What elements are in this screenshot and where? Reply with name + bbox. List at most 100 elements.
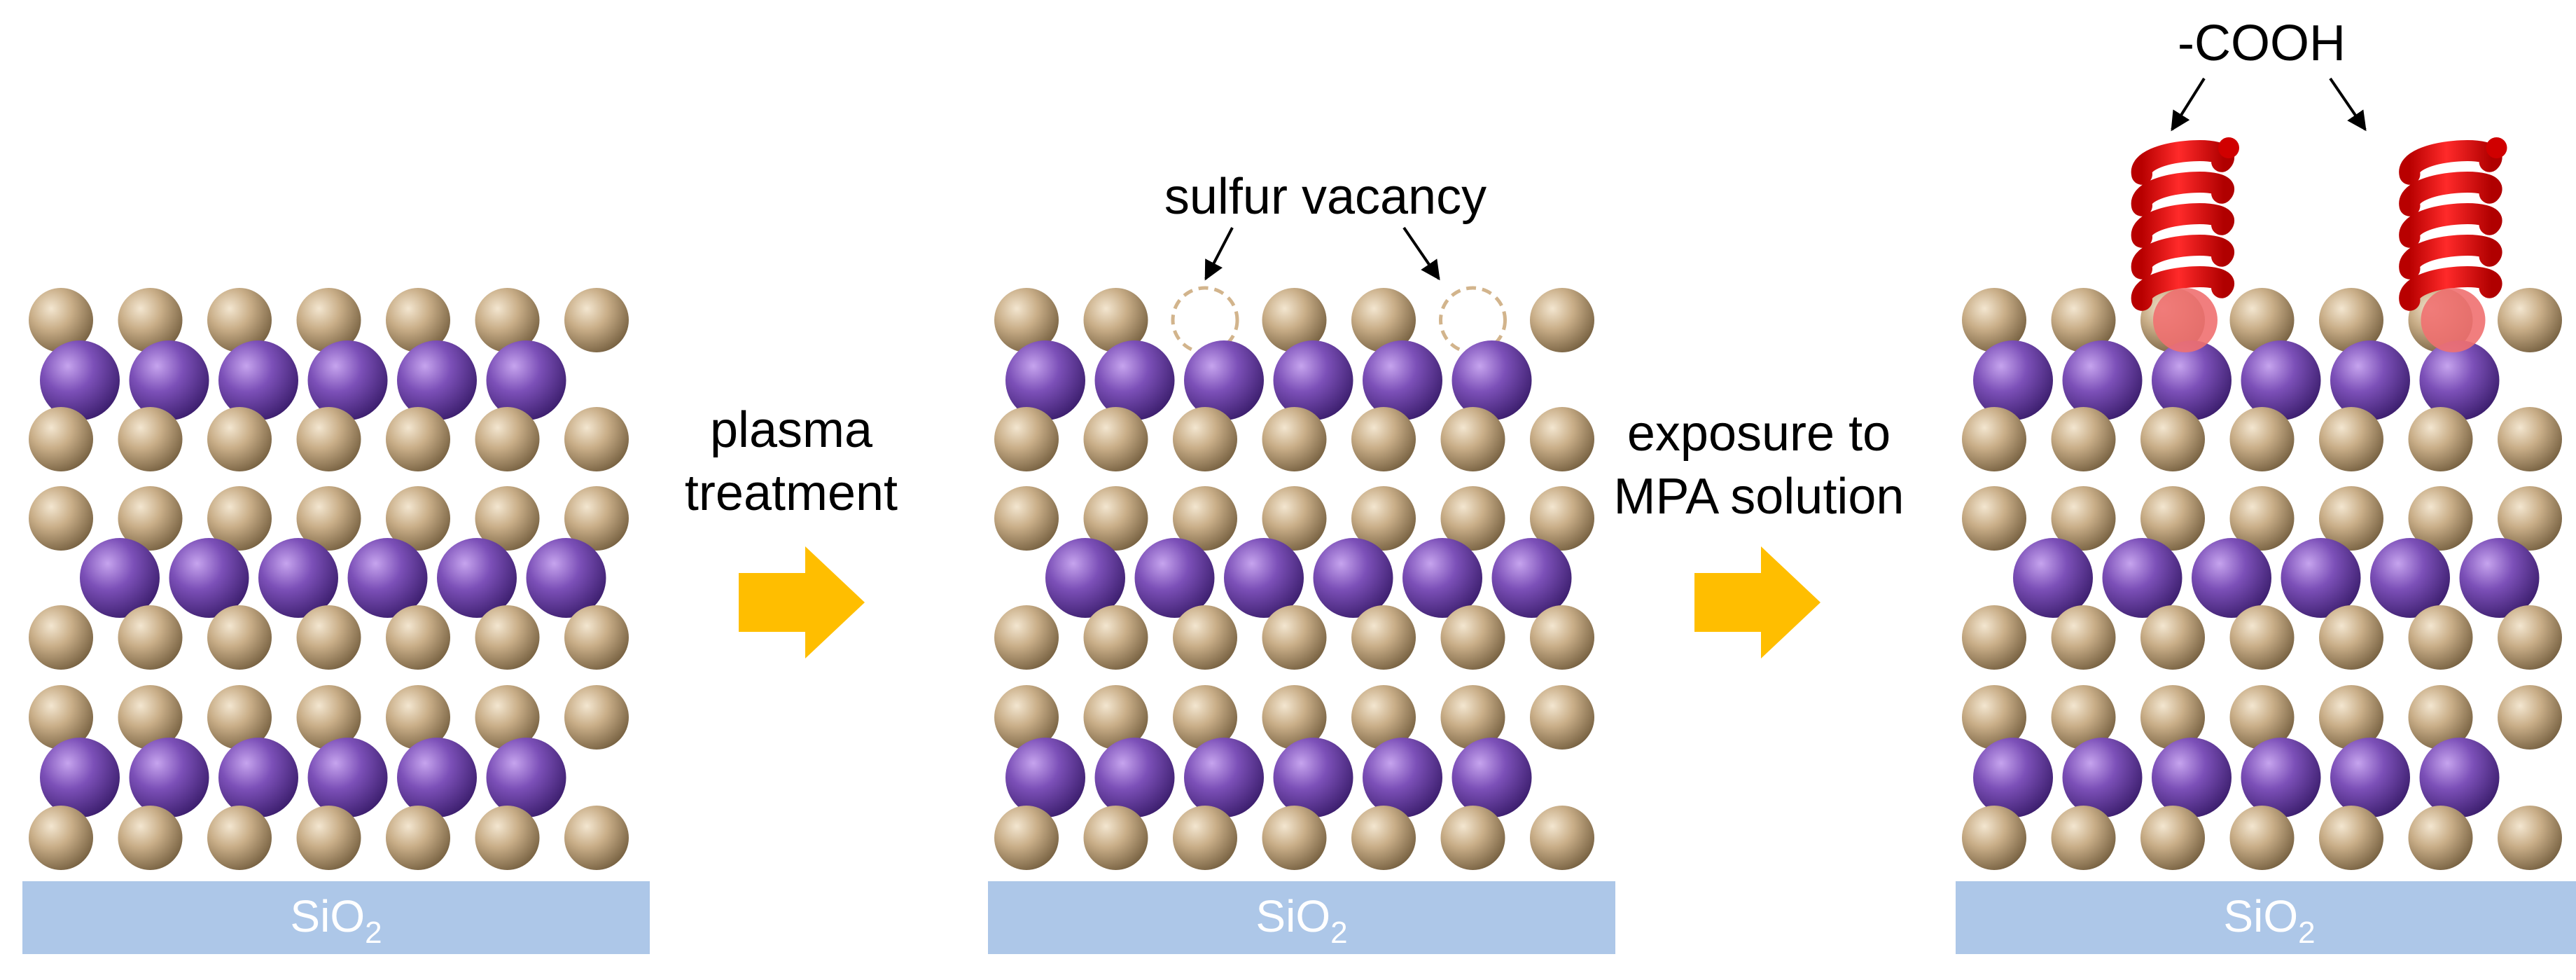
sulfur-atom [2319, 605, 2383, 670]
sulfur-atom [2408, 407, 2473, 471]
sulfur-atom [1440, 407, 1505, 471]
metal-atom [1184, 738, 1264, 817]
substrate-label-subscript: 2 [2298, 916, 2315, 950]
substrate-block [988, 881, 1615, 954]
sulfur-atom [296, 407, 361, 471]
sulfur-atom [1262, 288, 1327, 352]
substrate-label: SiO2 [290, 891, 382, 950]
metal-atom [1273, 738, 1353, 817]
substrate-label-base: SiO [2223, 891, 2298, 941]
sulfur-atom [386, 806, 450, 870]
carboxyl-pointer-right [2329, 77, 2367, 132]
metal-atom [2330, 738, 2410, 817]
mpa-ligand [2131, 137, 2239, 352]
metal-atom [40, 340, 120, 420]
sulfur-atom [2319, 407, 2383, 471]
sulfur-atom [1173, 806, 1237, 870]
metal-atom [129, 340, 209, 420]
substrate-block [1956, 881, 2576, 954]
sulfur-atom [207, 407, 272, 471]
sulfur-atom [118, 288, 183, 352]
sulfur-atom [2229, 288, 2295, 352]
sulfur-atom [207, 486, 272, 551]
sulfur-atom [29, 685, 93, 750]
sulfur-atom [1262, 685, 1327, 750]
sulfur-atom [2408, 685, 2473, 750]
metal-atom [486, 738, 566, 817]
sulfur-atom [2140, 806, 2205, 870]
sulfur-atom [2051, 806, 2116, 870]
sulfur-atom [1173, 407, 1237, 471]
sulfur-atom [118, 605, 183, 670]
sulfur-atom [386, 685, 450, 750]
metal-atom [2330, 340, 2410, 420]
step-2-line-2: MPA solution [1614, 469, 1905, 525]
sulfur-atom [475, 407, 540, 471]
substrate-label: SiO2 [1255, 891, 1347, 950]
sulfur-atom [2319, 288, 2383, 352]
sulfur-atom [1262, 806, 1327, 870]
sulfur-atom [2229, 486, 2295, 551]
sulfur-atom [2140, 407, 2205, 471]
anchor-atom [2153, 288, 2218, 352]
metal-atom [258, 538, 338, 618]
sulfur-atom [1262, 605, 1327, 670]
sulfur-atom [29, 605, 93, 670]
sulfur-atom [564, 806, 629, 870]
carboxyl-annotation: -COOH [2171, 15, 2367, 132]
sulfur-atom [2498, 685, 2562, 750]
anchor-atom [2421, 288, 2486, 352]
substrate-label-base: SiO [290, 891, 365, 941]
sulfur-atom [1530, 605, 1594, 670]
sulfur-atom [29, 288, 93, 352]
sulfur-atom [2319, 486, 2383, 551]
metal-atom [526, 538, 606, 618]
carboxyl-pointer-left [2171, 77, 2206, 132]
sulfur-atom [296, 288, 361, 352]
sulfur-atom [564, 685, 629, 750]
sulfur-atom [1440, 806, 1505, 870]
sulfur-atom [1083, 407, 1148, 471]
metal-atom [129, 738, 209, 817]
metal-atom [1363, 738, 1442, 817]
metal-atom [2370, 538, 2450, 618]
sulfur-atom [564, 486, 629, 551]
sulfur-atom [994, 407, 1059, 471]
sulfur-atom [1962, 806, 2026, 870]
sulfur-atom [1962, 605, 2026, 670]
sulfur-atom [2319, 685, 2383, 750]
metal-atom [1313, 538, 1393, 618]
metal-atom [2419, 738, 2500, 817]
sulfur-atom [1530, 288, 1594, 352]
substrate-block [22, 881, 650, 954]
step-2-line-1: exposure to [1627, 406, 1891, 462]
sulfur-atom [296, 685, 361, 750]
mpa-ligand [2399, 137, 2507, 352]
substrate: SiO2 [988, 881, 1615, 954]
sulfur-atom [2498, 605, 2562, 670]
sulfur-atom [118, 685, 183, 750]
sulfur-atom [296, 806, 361, 870]
metal-atom [2102, 538, 2182, 618]
sulfur-atom [475, 288, 540, 352]
metal-atom [2152, 738, 2232, 817]
metal-atom [486, 340, 566, 420]
step-1-line-1: plasma [710, 402, 873, 458]
sulfur-atom [1083, 806, 1148, 870]
sulfur-atom [2051, 407, 2116, 471]
sulfur-atom [1083, 486, 1148, 551]
sulfur-atom [2140, 486, 2205, 551]
metal-atom [2281, 538, 2361, 618]
metal-atom [80, 538, 160, 618]
metal-atom [1451, 738, 1532, 817]
vacancy-pointer-right [1402, 226, 1440, 281]
metal-atom [1363, 340, 1442, 420]
sulfur-atom [1962, 685, 2026, 750]
substrate-label-subscript: 2 [365, 916, 382, 950]
sulfur-atom [1351, 407, 1416, 471]
metal-atom [1184, 340, 1264, 420]
sulfur-atom [386, 486, 450, 551]
sulfur-atom [1173, 486, 1237, 551]
sulfur-atom [2051, 605, 2116, 670]
